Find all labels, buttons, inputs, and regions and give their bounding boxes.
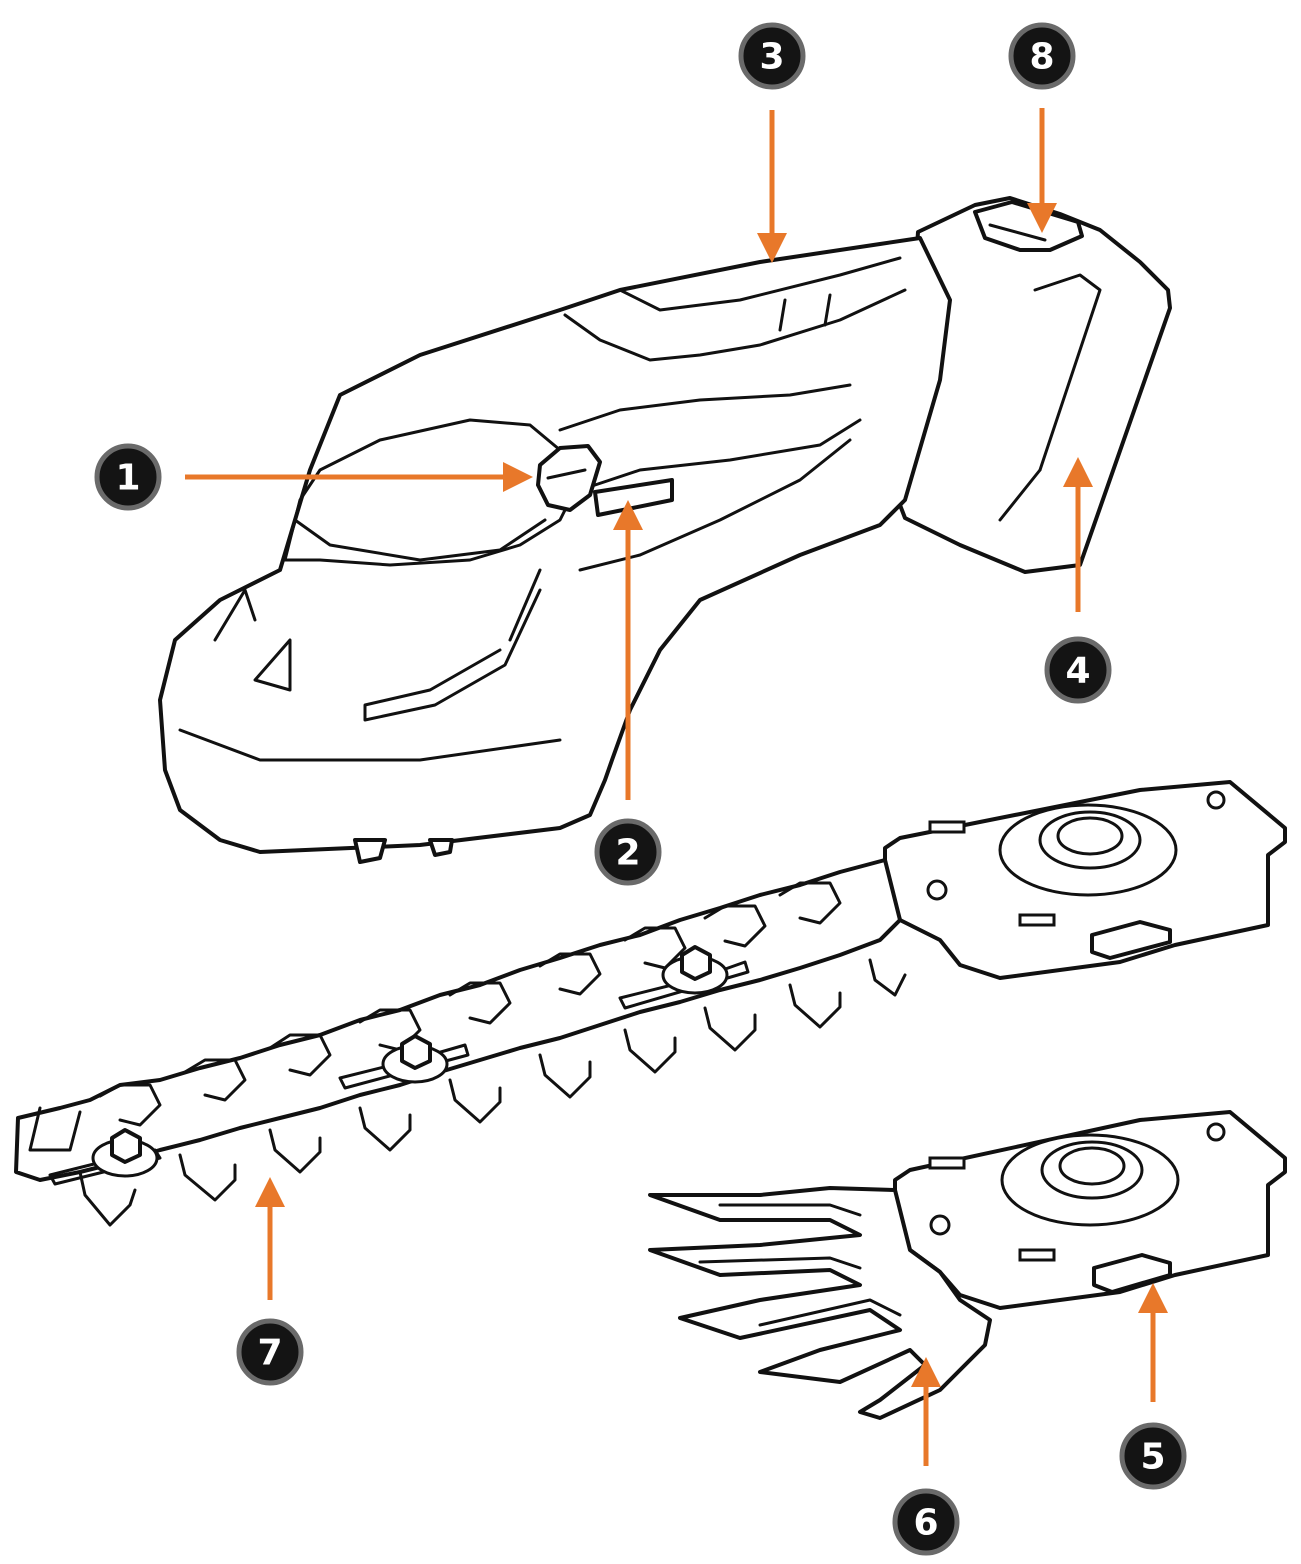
callout-number: 1 [115, 458, 140, 499]
blade-bolt [661, 945, 729, 995]
callout-badge-5: 5 [1119, 1422, 1187, 1490]
callout-badge-4: 4 [1044, 636, 1112, 704]
blade-bolt [91, 1128, 159, 1178]
blade-bolt [381, 1034, 449, 1084]
callout-badge-2: 2 [594, 818, 662, 886]
battery-pack [898, 196, 1172, 574]
housing [158, 236, 952, 854]
trigger-switch [536, 444, 602, 512]
callout-number: 7 [257, 1333, 282, 1374]
hedge-trimmer-blade [14, 780, 1287, 1227]
grass-shear-blade [648, 1110, 1287, 1420]
callout-number: 5 [1140, 1437, 1165, 1478]
callout-number: 3 [759, 37, 784, 78]
callout-badge-6: 6 [892, 1488, 960, 1556]
shear-body [158, 196, 1172, 864]
blade-release-tab [1092, 1253, 1172, 1294]
callout-number: 4 [1065, 651, 1090, 692]
callout-number: 8 [1029, 37, 1054, 78]
callout-badge-1: 1 [94, 443, 162, 511]
callout-number: 6 [913, 1503, 938, 1544]
callout-badge-8: 8 [1008, 22, 1076, 90]
callout-number: 2 [615, 833, 640, 874]
callout-badge-7: 7 [236, 1318, 304, 1386]
callout-badge-3: 3 [738, 22, 806, 90]
